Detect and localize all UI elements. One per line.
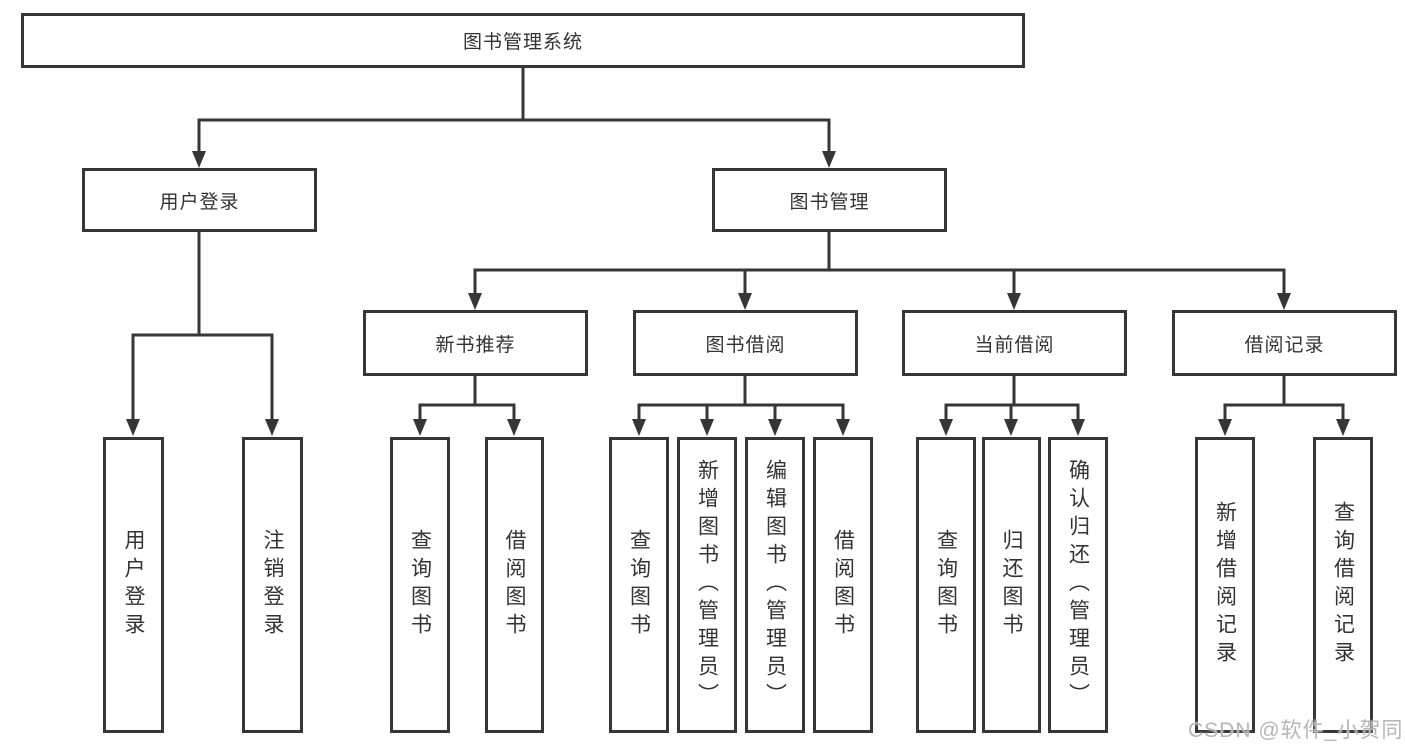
leaf-user-login-label: 用户登录	[122, 529, 145, 641]
leaf-query-book-recommend-label: 查询图书	[408, 529, 432, 641]
leaf-add-book-admin-label: 新增图书（管理员）	[695, 459, 719, 711]
leaf-confirm-return-admin: 确认归还（管理员）	[1048, 437, 1108, 733]
node-book-management: 图书管理	[712, 168, 947, 232]
leaf-logout-label: 注销登录	[261, 529, 284, 641]
leaf-query-book-borrowing: 查询图书	[609, 437, 669, 733]
node-new-book-recommend-label: 新书推荐	[435, 334, 516, 356]
connector-borrow-records-to-leaves	[1223, 376, 1345, 421]
leaf-query-borrow-record-label: 查询借阅记录	[1331, 501, 1355, 669]
leaf-add-book-admin: 新增图书（管理员）	[677, 437, 737, 733]
node-user-login-label: 用户登录	[159, 191, 240, 213]
node-book-management-label: 图书管理	[789, 191, 870, 213]
connector-root-to-level2	[197, 68, 831, 153]
leaf-return-book-label: 归还图书	[1000, 529, 1023, 641]
connector-book-mgmt-to-level3	[473, 232, 1286, 295]
leaf-return-book: 归还图书	[982, 437, 1041, 733]
leaf-borrow-book-recommend-label: 借阅图书	[503, 529, 526, 641]
leaf-borrow-book-borrowing: 借阅图书	[813, 437, 873, 733]
node-root-system: 图书管理系统	[21, 13, 1025, 68]
leaf-borrow-book-recommend: 借阅图书	[485, 437, 544, 733]
connector-user-login-to-leaves	[131, 232, 274, 421]
node-borrowing-records-label: 借阅记录	[1244, 334, 1325, 356]
leaf-query-book-borrowing-label: 查询图书	[627, 529, 651, 641]
csdn-watermark: CSDN @软件_小贺同学	[1188, 719, 1405, 742]
leaf-query-book-current: 查询图书	[916, 437, 976, 733]
leaf-user-login: 用户登录	[103, 437, 164, 733]
leaf-add-borrow-record-label: 新增借阅记录	[1213, 501, 1237, 669]
node-book-borrowing: 图书借阅	[633, 310, 858, 376]
node-borrowing-records: 借阅记录	[1172, 310, 1397, 376]
node-new-book-recommend: 新书推荐	[363, 310, 588, 376]
connector-current-borrow-to-leaves	[944, 376, 1080, 421]
connector-new-book-rec-to-leaves	[418, 376, 516, 421]
leaf-confirm-return-admin-label: 确认归还（管理员）	[1066, 459, 1090, 711]
leaf-query-borrow-record: 查询借阅记录	[1313, 437, 1373, 733]
node-root-label: 图书管理系统	[462, 32, 583, 53]
leaf-edit-book-admin-label: 编辑图书（管理员）	[763, 459, 787, 711]
node-user-login: 用户登录	[82, 168, 317, 232]
connector-book-borrow-to-leaves	[637, 376, 845, 421]
leaf-edit-book-admin: 编辑图书（管理员）	[745, 437, 805, 733]
node-book-borrowing-label: 图书借阅	[705, 334, 786, 356]
leaf-query-book-current-label: 查询图书	[934, 529, 958, 641]
leaf-query-book-recommend: 查询图书	[390, 437, 450, 733]
node-current-borrowing: 当前借阅	[902, 310, 1127, 376]
arrowheads	[126, 151, 1350, 436]
node-current-borrowing-label: 当前借阅	[974, 334, 1055, 356]
leaf-add-borrow-record: 新增借阅记录	[1195, 437, 1255, 733]
leaf-logout: 注销登录	[242, 437, 303, 733]
leaf-borrow-book-borrowing-label: 借阅图书	[831, 529, 855, 641]
